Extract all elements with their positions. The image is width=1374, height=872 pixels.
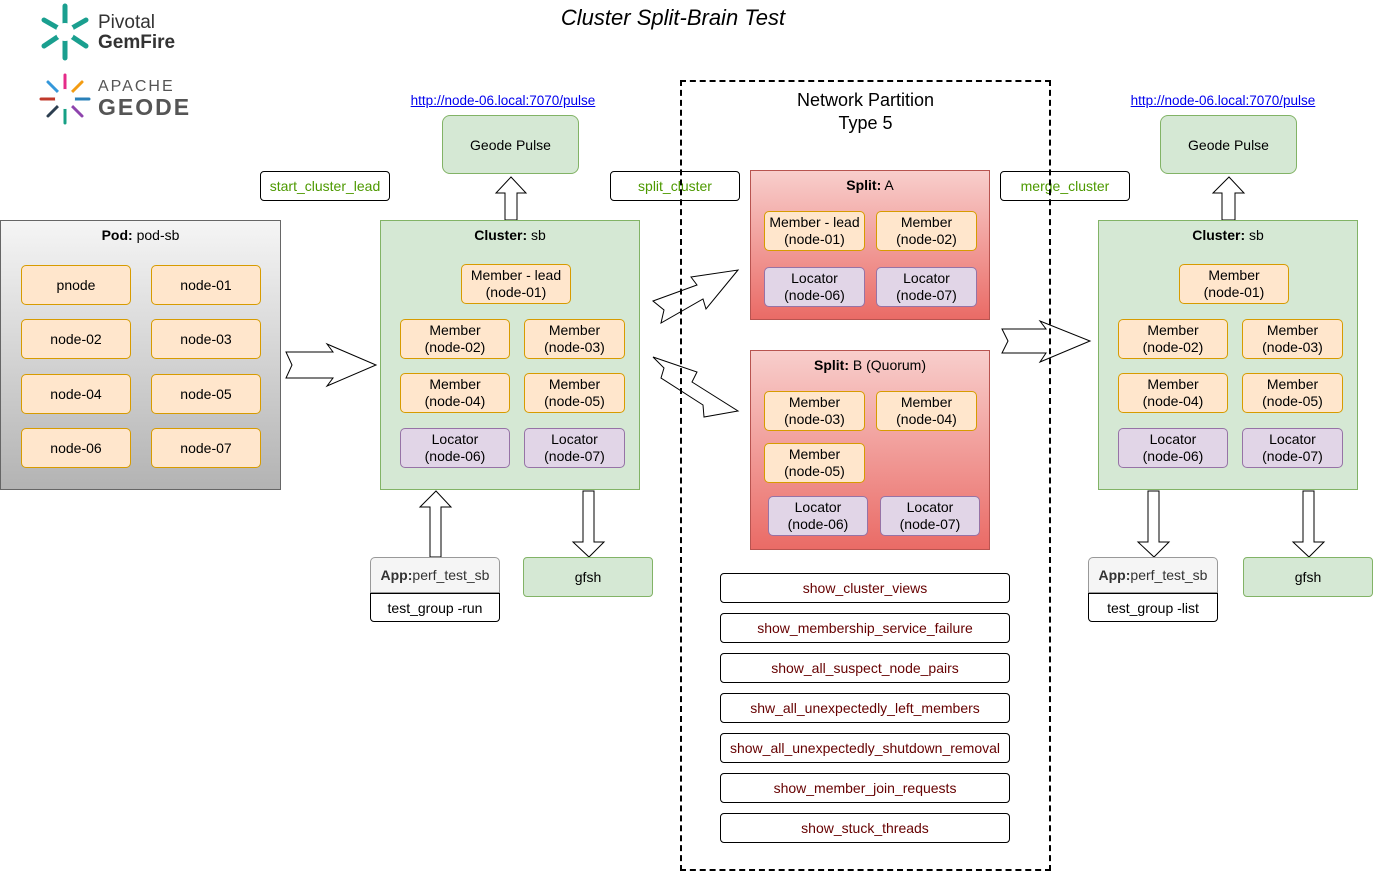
locator[interactable]: Locator(node-07) xyxy=(876,267,977,307)
arrow-pod-to-cluster xyxy=(285,342,378,388)
arrow-cluster-to-app-right xyxy=(1136,490,1171,558)
pod-node[interactable]: node-06 xyxy=(21,428,131,468)
arrow-merge xyxy=(1001,319,1092,364)
pod-node[interactable]: node-03 xyxy=(151,319,261,359)
merge-cluster-command[interactable]: merge_cluster xyxy=(1000,171,1130,201)
pod-node[interactable]: node-04 xyxy=(21,374,131,414)
geode-pulse-right[interactable]: Geode Pulse xyxy=(1160,115,1297,174)
app-right: App: perf_test_sb xyxy=(1088,557,1218,593)
locator[interactable]: Locator(node-07) xyxy=(880,496,980,536)
member[interactable]: Member(node-03) xyxy=(1242,319,1343,359)
pod-node[interactable]: node-05 xyxy=(151,374,261,414)
split-b-title: Split: B (Quorum) xyxy=(813,357,926,373)
locator[interactable]: Locator(node-06) xyxy=(400,428,510,468)
show-membership-service-failure-command[interactable]: show_membership_service_failure xyxy=(720,613,1010,643)
pivotal-logo-line1: Pivotal xyxy=(98,12,156,33)
member[interactable]: Member(node-01) xyxy=(1179,264,1289,304)
pod-node[interactable]: node-01 xyxy=(151,265,261,305)
member-lead[interactable]: Member - lead (node-01) xyxy=(461,264,571,304)
pivotal-gemfire-logo: Pivotal GemFire xyxy=(40,2,200,64)
cluster-right-title: Cluster: sb xyxy=(1192,227,1264,243)
pulse-link-left[interactable]: http://node-06.local:7070/pulse xyxy=(410,92,596,108)
show-all-suspect-node-pairs-command[interactable]: show_all_suspect_node_pairs xyxy=(720,653,1010,683)
arrow-cluster-to-gfsh-right xyxy=(1291,490,1326,558)
app-right-command[interactable]: test_group -list xyxy=(1088,593,1218,622)
cluster-left-title: Cluster: sb xyxy=(474,227,546,243)
member-lead[interactable]: Member - lead(node-01) xyxy=(764,211,865,251)
pivotal-logo-icon xyxy=(41,3,89,61)
arrow-cluster-to-gfsh-left xyxy=(571,490,606,558)
network-partition: Network Partition Type 5 xyxy=(680,80,1051,871)
locator[interactable]: Locator(node-06) xyxy=(1118,428,1228,468)
app-left-command[interactable]: test_group -run xyxy=(370,593,500,622)
arrow-cluster-to-split-b xyxy=(652,356,740,418)
pod-node[interactable]: node-02 xyxy=(21,319,131,359)
pod-container: Pod: pod-sb pnode node-01 node-02 node-0… xyxy=(0,220,281,490)
locator[interactable]: Locator(node-07) xyxy=(524,428,625,468)
show-all-unexpectedly-shutdown-removal-command[interactable]: show_all_unexpectedly_shutdown_removal xyxy=(720,733,1010,763)
show-member-join-requests-command[interactable]: show_member_join_requests xyxy=(720,773,1010,803)
apache-logo-line1: APACHE xyxy=(98,78,175,95)
shw-all-unexpectedly-left-members-command[interactable]: shw_all_unexpectedly_left_members xyxy=(720,693,1010,723)
member[interactable]: Member(node-04) xyxy=(400,373,510,413)
arrow-app-to-cluster-left xyxy=(418,490,453,558)
diagram-title: Cluster Split-Brain Test xyxy=(560,5,786,30)
arrow-cluster-to-split-a xyxy=(652,269,740,325)
member[interactable]: Member(node-04) xyxy=(1118,373,1228,413)
member[interactable]: Member(node-03) xyxy=(524,319,625,359)
geode-pulse-left[interactable]: Geode Pulse xyxy=(442,115,579,174)
gfsh-right[interactable]: gfsh xyxy=(1243,557,1373,597)
member-lead-node: (node-01) xyxy=(485,284,547,300)
geode-logo-icon xyxy=(39,73,91,125)
pod-node[interactable]: node-07 xyxy=(151,428,261,468)
member[interactable]: Member(node-05) xyxy=(764,443,865,483)
locator[interactable]: Locator(node-06) xyxy=(764,267,865,307)
arrow-cluster-to-pulse-right xyxy=(1211,176,1246,221)
split-cluster-command[interactable]: split_cluster xyxy=(610,171,740,201)
pod-title: Pod: pod-sb xyxy=(101,227,180,243)
arrow-cluster-to-pulse-left xyxy=(494,176,528,221)
partition-title: Network Partition Type 5 xyxy=(796,90,935,133)
gfsh-left[interactable]: gfsh xyxy=(523,557,653,597)
member[interactable]: Member(node-04) xyxy=(876,391,977,431)
app-left: App: perf_test_sb xyxy=(370,557,500,593)
split-a: Split: A Member - lead(node-01) Member(n… xyxy=(750,170,990,320)
apache-logo-line2: GEODE xyxy=(98,94,192,120)
member[interactable]: Member(node-02) xyxy=(1118,319,1228,359)
split-b: Split: B (Quorum) Member(node-03) Member… xyxy=(750,350,990,550)
show-stuck-threads-command[interactable]: show_stuck_threads xyxy=(720,813,1010,843)
pod-node[interactable]: pnode xyxy=(21,265,131,305)
cluster-left: Cluster: sb Member - lead (node-01) Memb… xyxy=(380,220,640,490)
start-cluster-lead-command[interactable]: start_cluster_lead xyxy=(260,171,390,201)
member[interactable]: Member(node-05) xyxy=(524,373,625,413)
member[interactable]: Member(node-05) xyxy=(1242,373,1343,413)
locator[interactable]: Locator(node-07) xyxy=(1242,428,1343,468)
cluster-right: Cluster: sb Member(node-01) Member(node-… xyxy=(1098,220,1358,490)
member[interactable]: Member(node-03) xyxy=(764,391,865,431)
member-lead-label: Member - lead xyxy=(470,267,562,283)
member[interactable]: Member(node-02) xyxy=(400,319,510,359)
show-cluster-views-command[interactable]: show_cluster_views xyxy=(720,573,1010,603)
pulse-link-right[interactable]: http://node-06.local:7070/pulse xyxy=(1130,92,1316,108)
split-a-title: Split: A xyxy=(846,177,894,193)
pivotal-logo-line2: GemFire xyxy=(98,32,176,53)
locator[interactable]: Locator(node-06) xyxy=(768,496,868,536)
apache-geode-logo: APACHE GEODE xyxy=(38,72,208,128)
member[interactable]: Member(node-02) xyxy=(876,211,977,251)
